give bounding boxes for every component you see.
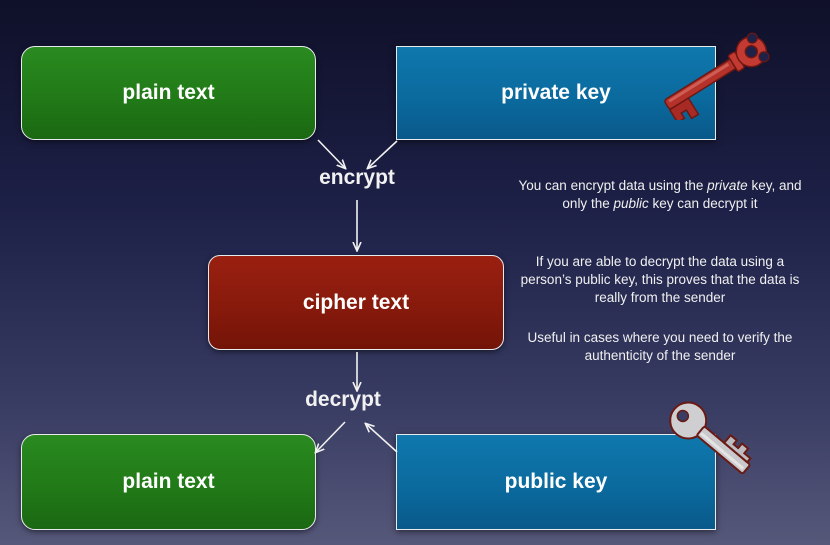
note-proves-sender: If you are able to decrypt the data usin… bbox=[520, 254, 800, 305]
note-encrypt-private: You can encrypt data using the private k… bbox=[510, 177, 810, 213]
note1-text-e: key can decrypt it bbox=[648, 196, 758, 211]
plain-text-bottom-box: plain text bbox=[21, 434, 316, 530]
note1-text-c: key, and only the bbox=[562, 178, 802, 211]
private-key-label: private key bbox=[501, 81, 611, 104]
public-key-box: public key bbox=[396, 434, 716, 530]
private-key-box: private key bbox=[396, 46, 716, 140]
arrow-publickey-to-decrypt bbox=[366, 424, 398, 453]
arrow-decrypt-to-plain bbox=[316, 421, 346, 452]
private-key-icon bbox=[664, 32, 770, 120]
plain-text-top-label: plain text bbox=[122, 81, 215, 104]
public-key-label: public key bbox=[504, 470, 608, 493]
plain-text-bottom-label: plain text bbox=[122, 470, 215, 493]
decrypt-label: decrypt bbox=[305, 388, 381, 411]
encrypt-label: encrypt bbox=[319, 166, 395, 189]
plain-text-top-box: plain text bbox=[21, 46, 316, 140]
note1-italic-private: private bbox=[707, 178, 748, 193]
note-verify-authenticity: Useful in cases where you need to verify… bbox=[527, 330, 793, 363]
cipher-text-box: cipher text bbox=[208, 255, 504, 350]
public-key-icon bbox=[669, 401, 752, 475]
note1-text-a: You can encrypt data using the bbox=[518, 178, 708, 193]
note1-italic-public: public bbox=[613, 196, 649, 211]
arrow-plain-to-encrypt bbox=[317, 139, 345, 168]
arrow-privatekey-to-encrypt bbox=[368, 140, 398, 168]
cipher-text-label: cipher text bbox=[302, 290, 410, 314]
